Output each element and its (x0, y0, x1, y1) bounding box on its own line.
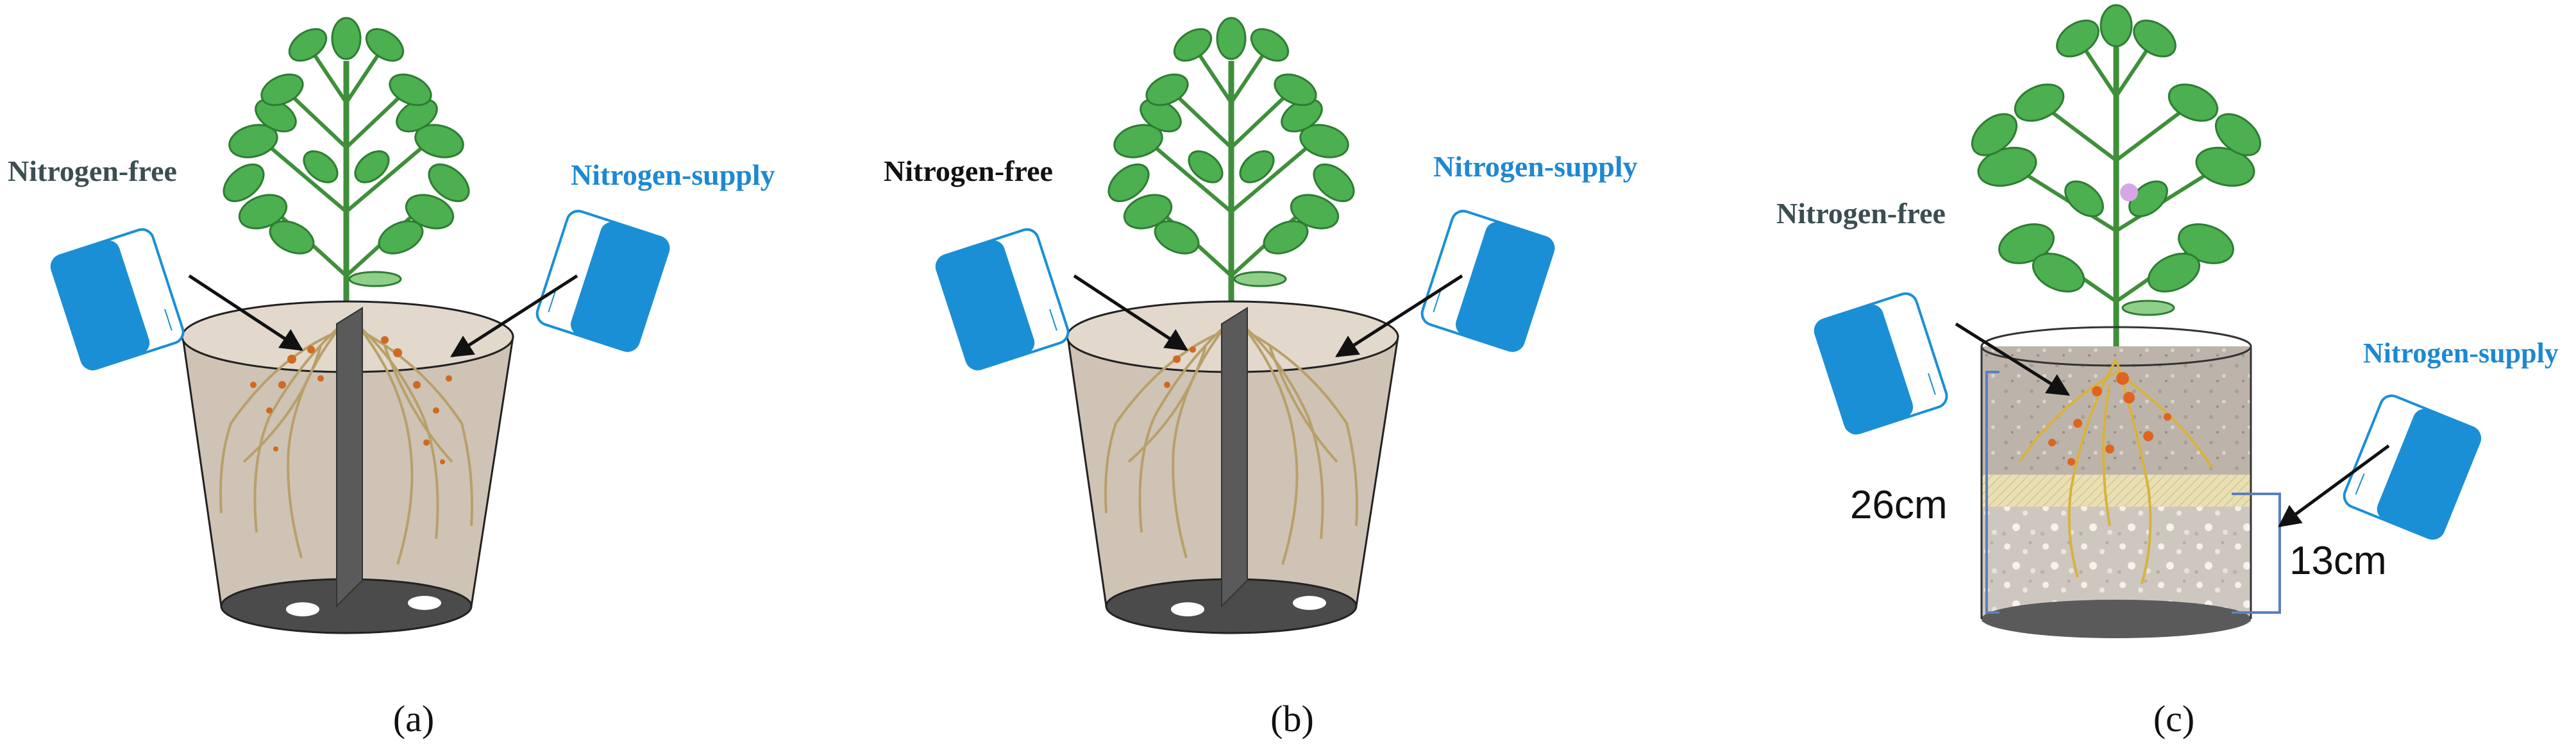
root-nodules (250, 336, 452, 464)
drain-hole (408, 596, 441, 610)
panel-caption-c: (c) (2153, 698, 2194, 740)
nitrogen-supply-label: Nitrogen-supply (571, 158, 775, 191)
arrow-left (1073, 274, 1188, 351)
nitrogen-free-label: Nitrogen-free (8, 155, 177, 187)
drain-hole (1171, 602, 1204, 616)
pot-b (1066, 300, 1399, 634)
flower (2120, 183, 2138, 201)
pot-base (1982, 600, 2251, 638)
root-system (219, 319, 473, 565)
nitrogen-free-label: Nitrogen-free (884, 155, 1053, 187)
arrow-right (1335, 274, 1463, 358)
leaf-cluster (1107, 17, 1355, 287)
leaf-cluster (223, 17, 470, 287)
nitrogen-free-bag (1814, 292, 1948, 435)
panel-a: Nitrogen-free Nitrogen-supply (a) (8, 17, 775, 740)
pot-c (1980, 326, 2281, 638)
dimension-label-lower: 13cm (2289, 539, 2387, 583)
panel-c: Nitrogen-free Nitrogen-supply 26cm 13cm … (1776, 4, 2559, 740)
nitrogen-supply-bag (535, 210, 670, 352)
plant-c (1971, 4, 2262, 359)
pot-a (181, 300, 514, 634)
panel-caption-b: (b) (1270, 698, 1314, 740)
nitrogen-free-label: Nitrogen-free (1776, 197, 1946, 230)
nitrogen-supply-label: Nitrogen-supply (1433, 150, 1638, 183)
plant-a (223, 17, 470, 314)
divider-panel (336, 307, 363, 608)
arrow-left (188, 274, 303, 351)
nitrogen-supply-bag (1420, 210, 1555, 352)
root-nodules (1164, 346, 1196, 388)
dimension-label-total: 26cm (1850, 483, 1948, 527)
drain-hole (286, 602, 319, 616)
arrow-left (1955, 322, 2070, 396)
divider-panel (1221, 307, 1248, 608)
nitrogen-free-bag (50, 228, 185, 371)
nitrogen-supply-label: Nitrogen-supply (2363, 337, 2559, 369)
plant-b (1107, 17, 1355, 314)
root-nodules (2048, 372, 2171, 466)
sand-layer (1982, 475, 2251, 507)
dimension-bracket-lower (2232, 493, 2281, 614)
arrow-right (2278, 444, 2390, 528)
drain-hole (1293, 596, 1326, 610)
nitrogen-supply-bag (2343, 394, 2482, 540)
panel-caption-a: (a) (393, 698, 434, 740)
arrow-right (450, 274, 578, 358)
dimension-bracket-total (1985, 371, 1999, 614)
panel-b: Nitrogen-free Nitrogen-supply (b) (884, 17, 1638, 740)
root-system (1104, 319, 1358, 565)
leaf-cluster (1971, 4, 2262, 316)
nitrogen-free-bag (935, 228, 1070, 371)
